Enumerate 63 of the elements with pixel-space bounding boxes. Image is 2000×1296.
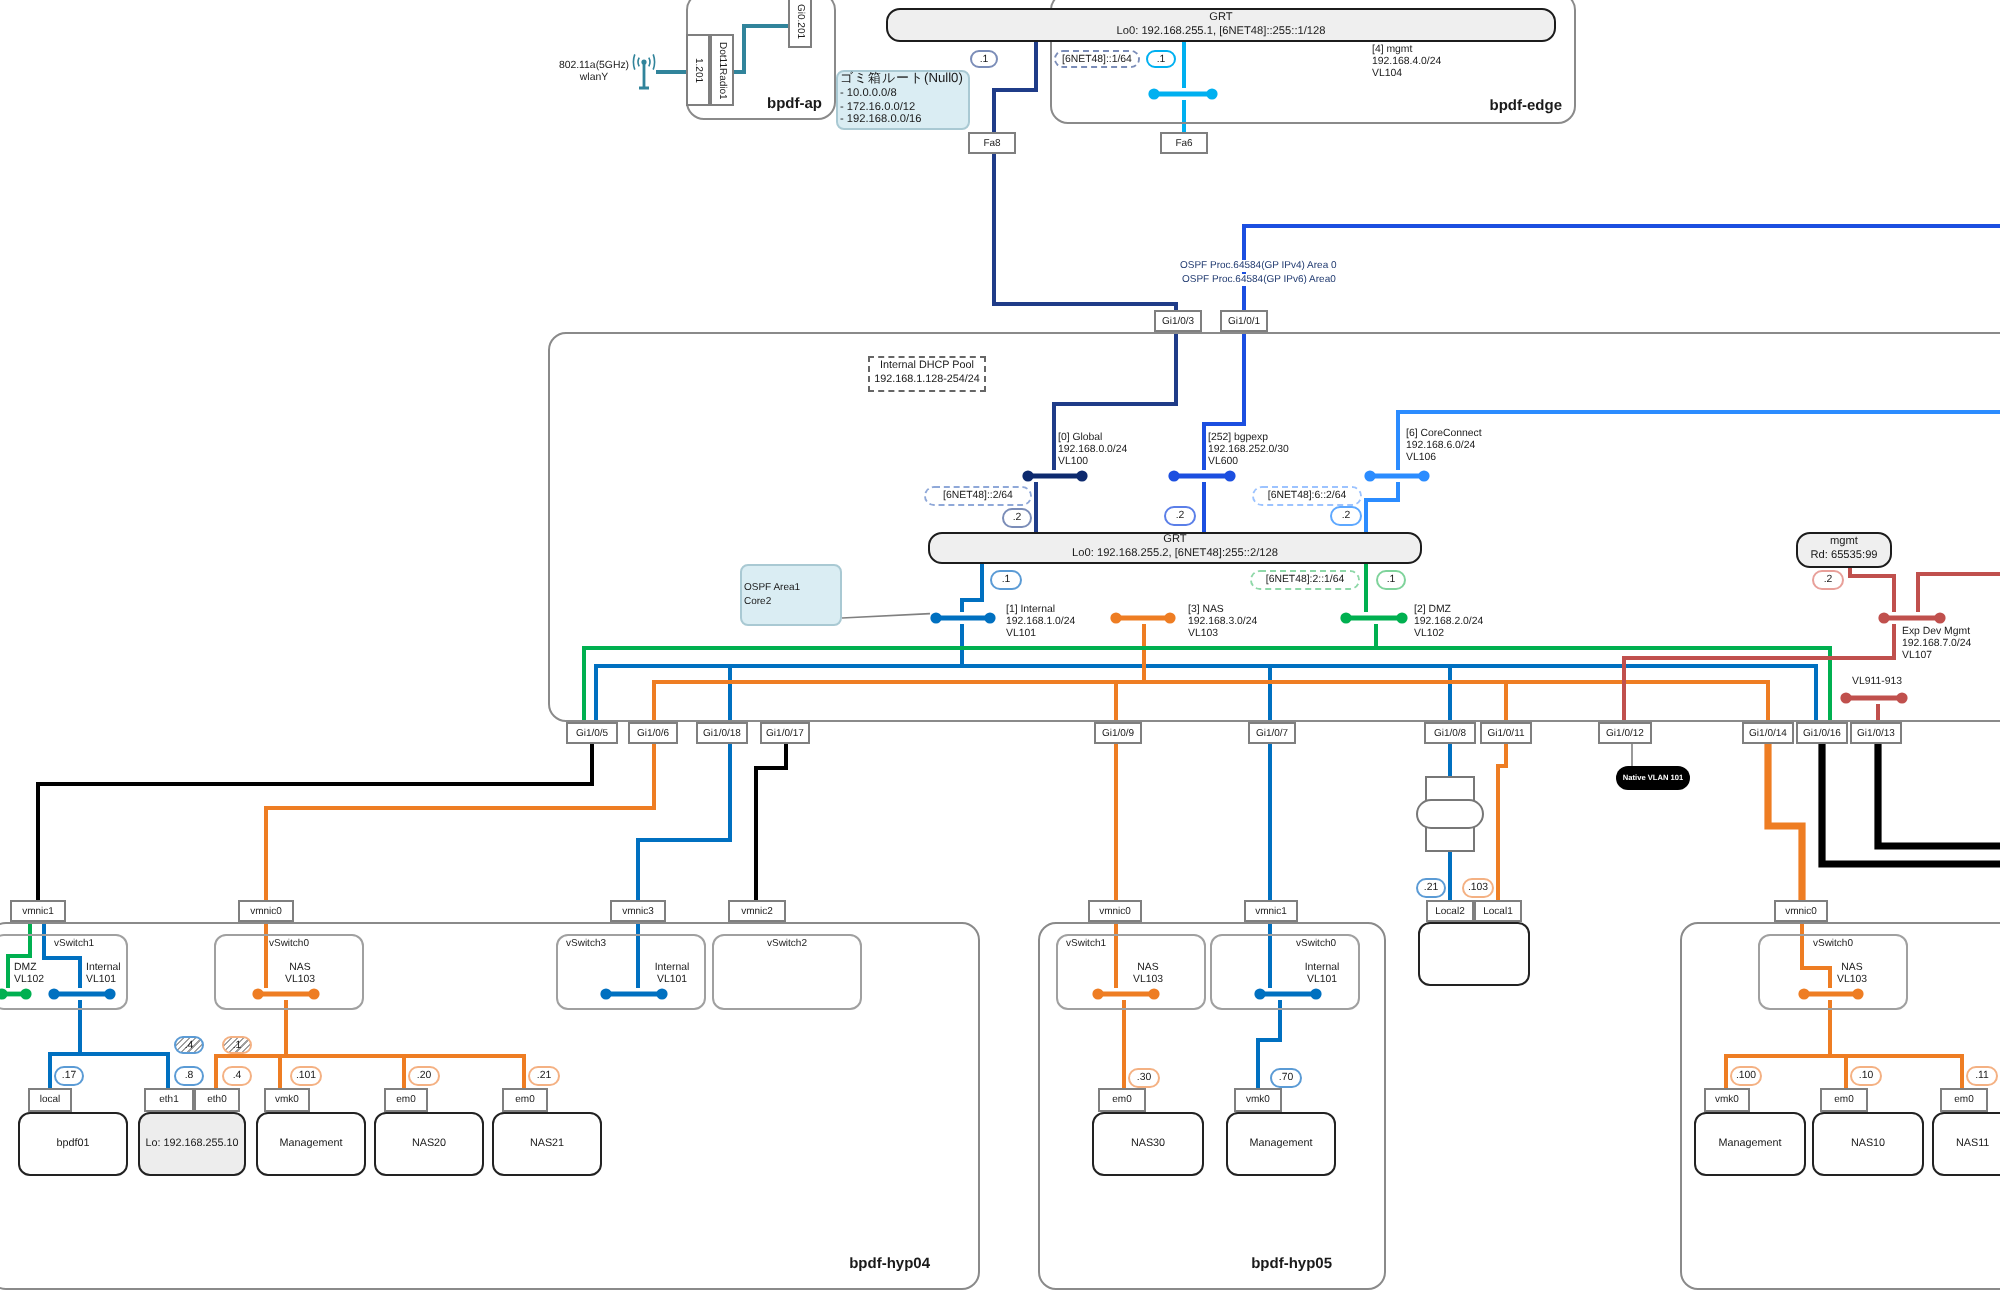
link-line: [656, 70, 686, 74]
vswitch-frame: [1758, 934, 1908, 1010]
vswitch-frame: [214, 934, 364, 1010]
router-box: [1796, 532, 1892, 568]
link-line: [1800, 922, 1832, 988]
link-line: [36, 744, 594, 900]
vswitch-frame: [0, 934, 128, 1010]
link-line: [992, 154, 1178, 310]
link-line: [754, 744, 788, 900]
cable-line: [1818, 744, 2000, 868]
link-line: [1052, 332, 1178, 470]
link-line: [1256, 1000, 1282, 1088]
device-frame: [0, 922, 980, 1290]
link-line: [636, 922, 640, 988]
cable-line: [1764, 744, 1806, 900]
vswitch-frame: [556, 934, 706, 1010]
link-line: [734, 24, 788, 74]
cable-line: [1874, 744, 2000, 850]
link-line: [1034, 482, 1038, 532]
link-line: [1182, 100, 1186, 132]
vswitch-frame: [1210, 934, 1360, 1010]
link-line: [6, 922, 32, 988]
device-frame: [548, 332, 2000, 722]
link-line: [1182, 42, 1186, 88]
link-line: [992, 42, 1038, 132]
device-frame: [686, 0, 836, 120]
device-box: [1418, 922, 1530, 986]
link-line: [1448, 744, 1452, 776]
link-line: [214, 998, 526, 1090]
link-line: [960, 564, 984, 612]
note-box: [836, 70, 970, 130]
link-line: [42, 922, 82, 988]
link-line: [1122, 1000, 1126, 1088]
device-frame: [1680, 922, 2000, 1290]
link-line: [48, 998, 170, 1090]
link-line: [1496, 744, 1508, 900]
link-line: [1724, 998, 1964, 1090]
leader-line: [841, 612, 931, 619]
link-line: [1448, 852, 1452, 900]
dashed-note-box: [868, 356, 986, 392]
vswitch-frame: [1056, 934, 1206, 1010]
link-line: [264, 922, 268, 988]
link-line: [636, 744, 732, 900]
link-line: [1364, 482, 1400, 532]
link-line: [1396, 410, 2000, 470]
link-line: [1364, 564, 1368, 612]
link-line: [1916, 572, 2000, 612]
leader-line: [1631, 743, 1633, 767]
link-line: [1242, 224, 2000, 310]
router-box: [928, 532, 1422, 564]
link-line: [1268, 922, 1272, 988]
vswitch-frame: [712, 934, 862, 1010]
link-line: [1114, 922, 1118, 988]
link-line: [1202, 482, 1206, 532]
link-line: [1268, 744, 1272, 900]
link-line: [1622, 624, 1896, 722]
note-box: [740, 564, 842, 626]
device-frame: [1038, 922, 1386, 1290]
link-line: [1202, 332, 1246, 470]
link-line: [1114, 744, 1118, 900]
router-box: [886, 8, 1556, 42]
link-line: [1848, 568, 1896, 612]
link-line: [264, 744, 656, 900]
